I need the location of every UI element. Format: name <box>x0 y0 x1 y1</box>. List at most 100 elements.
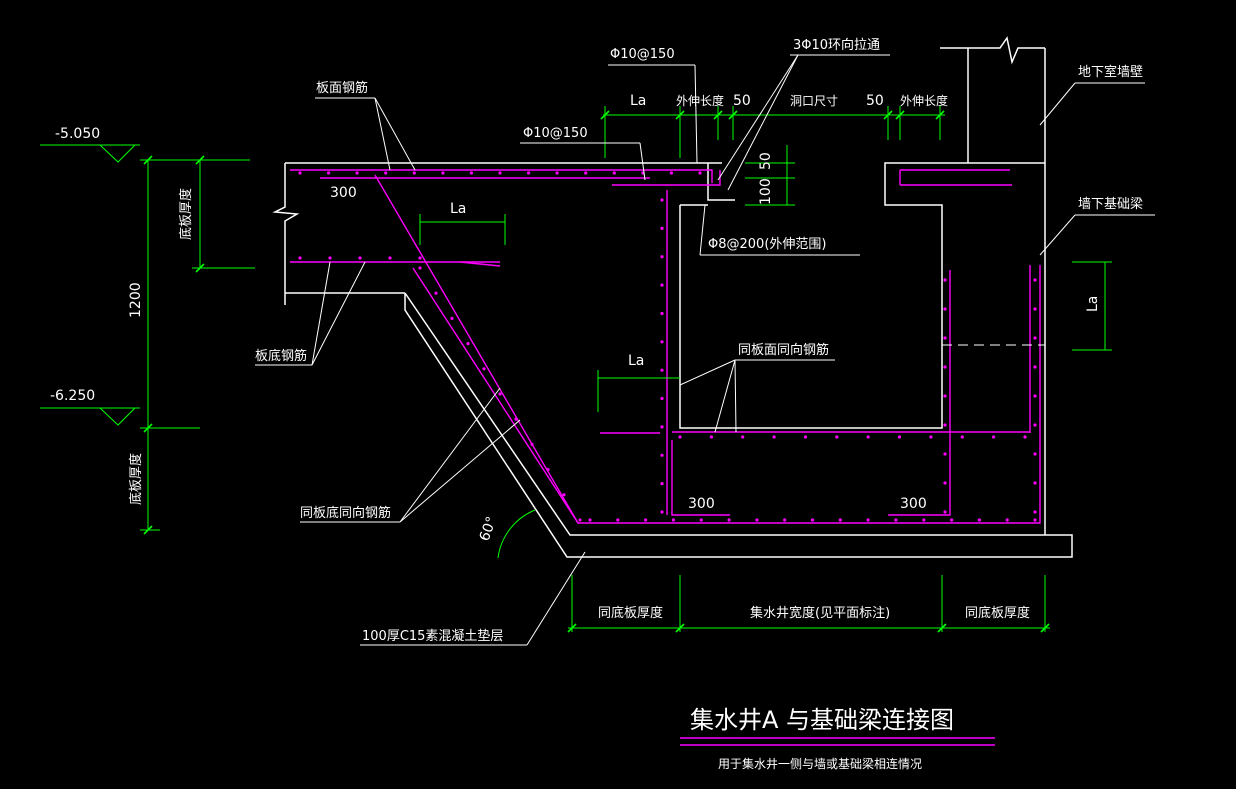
rebar-dot <box>660 510 664 514</box>
rebar-dot <box>943 394 947 398</box>
rebar-dot <box>562 493 566 497</box>
text-layer: -5.050 -6.250 1200 底板厚度 底板厚度 板面钢筋 板底钢筋 同… <box>50 37 1143 771</box>
rebar-dot <box>450 316 454 320</box>
rebar-dot <box>358 256 362 260</box>
rebar-dot <box>384 171 388 175</box>
rebar-dot <box>588 518 592 522</box>
rebar-dot <box>298 171 302 175</box>
rebar-dot <box>943 423 947 427</box>
rebar-dot <box>660 368 664 372</box>
rebar-dot <box>960 435 964 439</box>
rebar-dot <box>298 256 302 260</box>
rebar-dot <box>838 518 842 522</box>
drawing-subtitle: 用于集水井一侧与墙或基础梁相连情况 <box>718 756 922 771</box>
dim-opening-size: 洞口尺寸 <box>790 94 838 108</box>
rebar-dot <box>530 442 534 446</box>
dim-50-1: 50 <box>733 93 751 109</box>
leader-lines <box>255 54 1155 646</box>
rebar-dot <box>1033 336 1037 340</box>
label-phi8-200: Φ8@200(外伸范围) <box>708 237 826 252</box>
rebar-dot <box>328 256 332 260</box>
rebar-dot <box>1033 307 1037 311</box>
rebar-dot <box>669 171 674 175</box>
rebar-dot <box>412 171 416 175</box>
dim-300-left: 300 <box>688 496 715 512</box>
rebar-dot <box>660 482 664 486</box>
label-basement-wall: 地下室墙壁 <box>1078 64 1143 80</box>
rebar-dot <box>418 266 422 270</box>
rebar-dot <box>943 336 947 340</box>
rebar-dot <box>660 226 664 230</box>
label-cushion: 100厚C15素混凝土垫层 <box>362 628 503 644</box>
rebar-dot <box>709 435 714 439</box>
dim-ext-len-1: 外伸长度 <box>676 93 724 108</box>
rebar-dot <box>894 518 898 522</box>
dim-pit-width: 集水井宽度(见平面标注) <box>750 605 890 621</box>
rebar-dot <box>498 392 502 396</box>
rebar-dot <box>660 255 664 259</box>
rebar-dot <box>466 342 470 346</box>
rebar-dot <box>355 171 359 175</box>
rebar-dot <box>929 435 933 439</box>
rebar-dot <box>527 171 531 175</box>
rebar-dot <box>943 365 947 369</box>
dim-slab-thickness-upper: 底板厚度 <box>178 188 194 240</box>
dim-50-2: 50 <box>866 93 884 109</box>
rebar-dot <box>943 452 947 456</box>
rebar-dot <box>1033 518 1037 522</box>
rebar-dot <box>699 518 703 522</box>
rebar-dot <box>922 518 926 522</box>
rebar-dot <box>741 435 745 439</box>
dim-slab-thickness-lower: 底板厚度 <box>128 453 144 505</box>
rebar-dot <box>327 171 331 175</box>
elevation-top: -5.050 <box>55 126 100 142</box>
rebar-dot <box>698 171 702 175</box>
label-ring-bars: 3Φ10环向拉通 <box>793 37 880 53</box>
rebar-dot <box>644 518 648 522</box>
rebar-dot <box>943 481 947 485</box>
rebar-dot <box>660 453 664 457</box>
rebar-dot <box>1033 481 1037 485</box>
rebar-lines <box>290 169 1041 524</box>
rebar-dot <box>1005 518 1009 522</box>
dim-vert-100: 100 <box>758 178 774 205</box>
rebar-dot <box>783 518 787 522</box>
rebar-dot <box>660 340 664 344</box>
rebar-dot <box>803 435 808 439</box>
rebar-dot <box>584 171 588 175</box>
rebar-dot <box>1033 452 1037 456</box>
rebar-dot <box>755 518 759 522</box>
label-phi10-150-b: Φ10@150 <box>523 126 588 141</box>
dimension-lines <box>40 106 1112 632</box>
rebar-dot <box>482 367 486 371</box>
rebar-dot <box>612 171 616 175</box>
rebar-dot <box>660 396 664 401</box>
rebar-dot <box>727 518 731 522</box>
rebar-dot <box>441 171 445 175</box>
dim-la-right: La <box>1085 296 1101 312</box>
concrete-outline <box>272 36 1073 558</box>
dim-1200: 1200 <box>128 282 144 318</box>
rebar-dot <box>943 307 947 311</box>
rebar-dot <box>866 435 870 439</box>
title-underline <box>680 737 995 746</box>
rebar-dot <box>469 171 473 175</box>
rebar-dot <box>772 435 776 439</box>
dim-300-right: 300 <box>900 496 927 512</box>
rebar-dot <box>1023 435 1027 439</box>
rebar-dot <box>835 435 839 439</box>
rebar-dot <box>498 171 502 175</box>
rebar-dot <box>977 518 982 522</box>
rebar-dot <box>992 435 996 439</box>
rebar-dot <box>1033 365 1037 369</box>
label-slab-top-rebar: 板面钢筋 <box>316 80 368 96</box>
angle-60: 60° <box>477 515 501 544</box>
dim-same-slab-thk-2: 同底板厚度 <box>965 605 1030 621</box>
label-same-slab-top-rebar: 同板面同向钢筋 <box>738 342 829 358</box>
label-same-slab-bottom-rebar: 同板底同向钢筋 <box>300 505 391 521</box>
drawing-title: 集水井A 与基础梁连接图 <box>690 706 954 734</box>
label-phi10-150-a: Φ10@150 <box>610 47 675 62</box>
rebar-dot <box>418 256 422 260</box>
rebar-dot <box>388 256 392 260</box>
elevation-bottom: -6.250 <box>50 388 95 404</box>
